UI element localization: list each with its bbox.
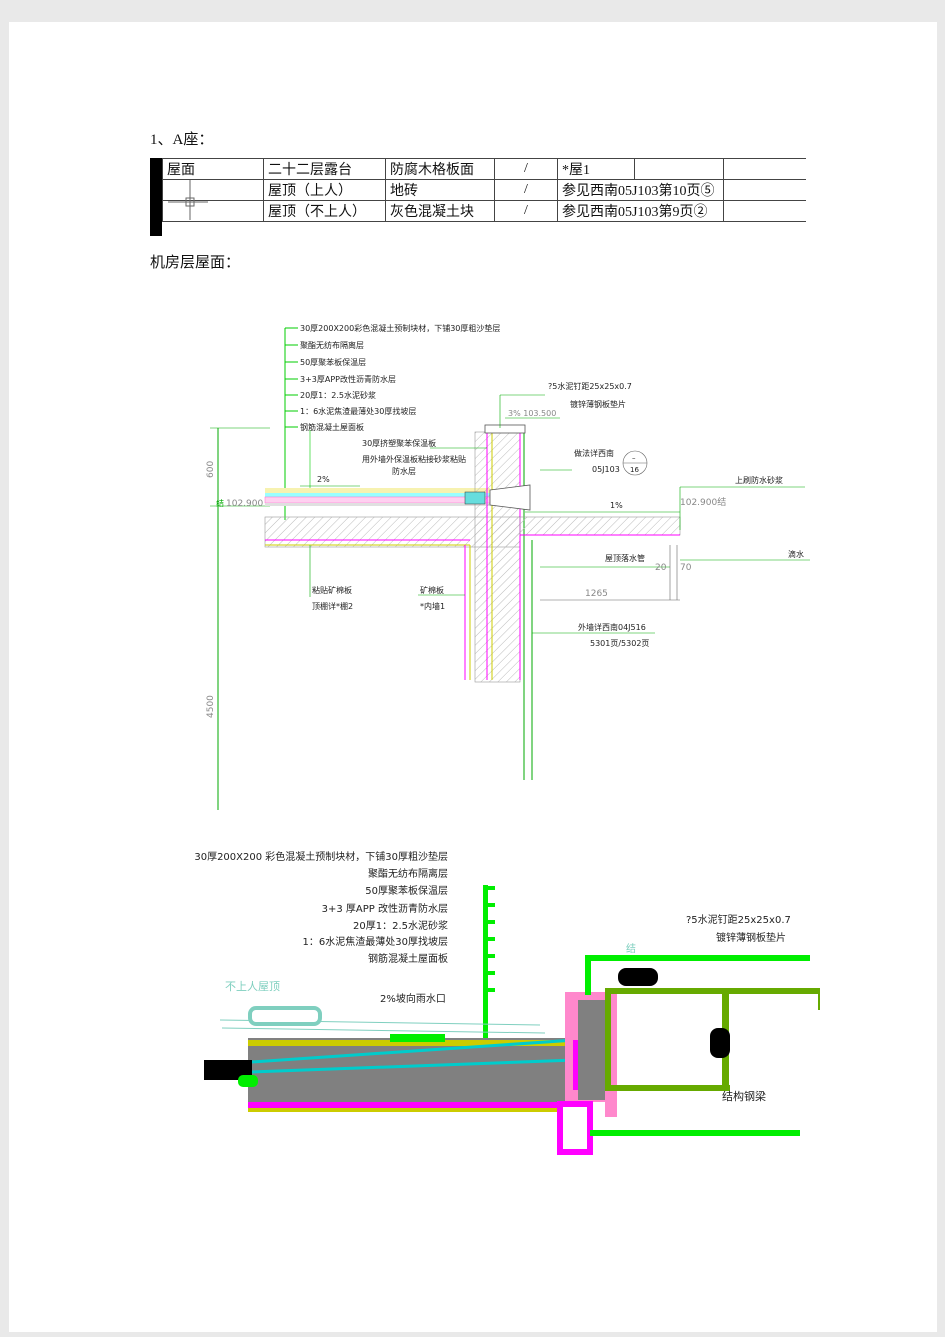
wall-ref: 外墙详西南04J516 [578,622,646,632]
nail-note-2: 镀锌薄钢板垫片 [716,931,786,944]
layer-label: 钢筋混凝土屋面板 [300,422,364,432]
slope-right: 1% [610,501,623,510]
drain-pipe: 屋顶落水管 [605,553,645,563]
table-cell: 屋顶（不上人） [263,200,386,222]
layer-label: 3+3厚APP改性沥青防水层 [300,374,396,384]
table-row: 屋顶（不上人） 灰色混凝土块 / 参见西南05J103第9页② [162,200,806,222]
layer-label: 20厚1：2.5水泥砂浆 [300,390,376,400]
nail-note-2: 镀锌薄钢板垫片 [570,399,626,409]
wall-ref-2: 5301页/5302页 [590,639,649,648]
layer-label: 50厚聚苯板保温层 [300,357,366,367]
section-heading: 1、A座： [150,132,214,148]
roof-label: 不上人屋顶 [225,980,280,993]
layer-label: 50厚聚苯板保温层 [365,884,448,897]
table-cell: *屋1 [557,158,635,180]
drip: 滴水 [788,549,804,559]
roof-section-drawing-1: 30厚200X200彩色混凝土预制块材，下铺30厚粗沙垫层 聚酯无纺布隔离层 5… [206,323,810,810]
nail-note: ?5水泥钉距25x25x0.7 [548,381,632,391]
layer-label: 30厚200X200彩色混凝土预制块材，下铺30厚粗沙垫层 [300,323,500,333]
layer-label: 20厚1：2.5水泥砂浆 [353,919,448,932]
table-cell [723,179,806,201]
layer-label: 3+3 厚APP 改性沥青防水层 [322,902,448,915]
table-row: 屋面 二十二层露台 防腐木格板面 / *屋1 [162,158,806,180]
table-cell [634,158,724,180]
table-margin-bar [150,158,162,236]
mark: 结 [626,942,636,955]
ref-note: 做法详西南 [574,448,614,458]
table-cell: / [494,179,558,201]
board-label: 矿棉板 [420,585,444,595]
beam-label: 结构钢梁 [722,1089,766,1103]
table-cell: 防腐木格板面 [385,158,495,180]
layer-label: 30厚200X200 彩色混凝土预制块材，下铺30厚粗沙垫层 [194,850,448,863]
layer-label: 1：6水泥焦渣最薄处30厚找坡层 [303,935,448,948]
dim-600: 600 [206,461,216,478]
layer-label: 钢筋混凝土屋面板 [368,952,448,965]
ceiling-ref: 顶棚详*棚2 [312,601,353,611]
dim-20: 20 [655,563,667,573]
insulation-note-2: 用外墙外保温板粘接砂浆粘贴 [362,454,466,464]
dim-70: 70 [680,563,692,573]
nail-note: ?5水泥钉距25x25x0.7 [686,913,791,926]
crosshair-cursor-icon [168,180,208,220]
layer-label: 1：6水泥焦渣最薄处30厚找坡层 [300,406,416,416]
detail-num: 16 [630,466,639,474]
dim-4500: 4500 [206,695,216,718]
table-cell: 灰色混凝土块 [385,200,495,222]
insulation-note: 30厚挤塑聚苯保温板 [362,438,436,448]
elev-right: 102.900结 [680,496,726,508]
table-row: 屋顶（上人） 地砖 / 参见西南05J103第10页⑤ [162,179,806,201]
table-cell: 二十二层露台 [263,158,386,180]
table-cell: 参见西南05J103第10页⑤ [557,179,724,201]
table-cell: 地砖 [385,179,495,201]
table-cell: / [494,200,558,222]
elev-left: 102.900 [226,499,263,509]
slope-note: 2%坡向雨水口 [380,992,446,1005]
section-subheading: 机房层屋面： [150,255,241,271]
waterproof-layer: 防水层 [392,466,416,476]
layer-label: 聚酯无纺布隔离层 [300,340,364,350]
table-cell [723,158,806,180]
slope-left: 2% [317,475,330,484]
document-page [9,22,937,1332]
table-cell: 屋面 [162,158,264,180]
layer-label: 聚酯无纺布隔离层 [368,867,448,880]
ref-code: 05J103 [592,465,620,474]
roof-section-drawing-2: 30厚200X200 彩色混凝土预制块材，下铺30厚粗沙垫层 聚酯无纺布隔离层 … [194,850,820,1155]
ceiling-label: 粘贴矿棉板 [312,585,352,595]
table-cell: 参见西南05J103第9页② [557,200,724,222]
spec-table: 屋面 二十二层露台 防腐木格板面 / *屋1 屋顶（上人） 地砖 / 参见西南0… [162,158,806,222]
right-note: 上刷防水砂浆 [735,475,783,485]
detail-top: – [632,454,636,462]
table-cell [723,200,806,222]
table-cell: 屋顶（上人） [263,179,386,201]
board-ref: *内墙1 [420,601,445,611]
elev-top: 3% 103.500 [508,409,556,418]
elev-prefix: 结 [216,498,224,508]
dim-1265: 1265 [585,589,608,599]
table-cell [162,179,264,201]
table-cell: / [494,158,558,180]
